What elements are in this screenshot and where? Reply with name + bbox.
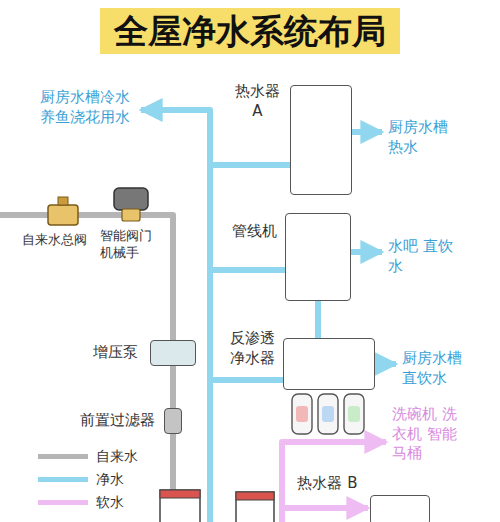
legend-text: 自来水 (96, 446, 138, 466)
tap-water-pipe (170, 434, 176, 490)
pipeline-dispenser-box: 管线机 (285, 213, 351, 301)
valve-label: 自来水总阀 (22, 232, 94, 249)
outlet-label: 厨房水槽 直饮水 (402, 349, 474, 388)
outlet-arrow (352, 129, 382, 135)
title: 全屋净水系统布局 (100, 8, 400, 54)
ro-purifier-box: 反渗透 净水器 (283, 338, 375, 390)
ro-filters (322, 406, 334, 422)
legend-swatch (38, 454, 88, 459)
node-label: 反渗透 净水器 (227, 329, 278, 368)
node-label: 增压泵 (85, 343, 145, 363)
clean-water-pipe (210, 267, 285, 273)
legend-row: 自来水 (38, 446, 138, 466)
valve (48, 188, 148, 225)
title-bar: 全屋净水系统布局 (0, 8, 500, 54)
valve (48, 205, 78, 225)
ro-filters (292, 394, 312, 434)
water-heater-box: 热水器 A (290, 85, 352, 195)
node-label: 热水器 B (290, 474, 365, 494)
softener-units (236, 492, 274, 500)
legend-row: 软水 (38, 492, 124, 512)
valve (58, 197, 68, 205)
legend-swatch (38, 477, 88, 482)
outlet-label: 厨房水槽冷水 养鱼浇花用水 (40, 88, 140, 127)
node-label: 管线机 (229, 222, 280, 242)
softener-units (160, 490, 200, 522)
prefilter-box: 前置过滤器 (164, 408, 182, 434)
outlet-label: 洗碗机 洗衣机 智能马桶 (392, 405, 462, 464)
booster-pump-box: 增压泵 (150, 340, 196, 366)
node-label: 热水器 A (232, 82, 283, 121)
valve (122, 209, 140, 221)
valve-label: 智能阀门 机械手 (100, 228, 158, 262)
tap-water-pipe (0, 215, 173, 340)
ro-filters (296, 406, 308, 422)
softener-units (160, 490, 200, 498)
soft-water-pipe (282, 505, 368, 511)
water-heater-box: 热水器 B (370, 495, 430, 522)
softener-units (236, 492, 274, 522)
ro-filters (348, 406, 360, 422)
clean-water-pipe (210, 377, 283, 383)
legend-row: 净水 (38, 469, 124, 489)
valve (114, 188, 148, 210)
clean-water-pipe (141, 110, 210, 522)
ro-filters (344, 394, 364, 434)
ro-filters (318, 394, 338, 434)
outlet-label: 水吧 直饮水 (388, 237, 460, 276)
outlet-label: 厨房水槽 热水 (388, 118, 460, 157)
outlet-arrow (351, 249, 382, 255)
clean-water-pipe (315, 301, 321, 338)
pipe-connector (170, 366, 176, 408)
clean-water-pipe (210, 162, 290, 168)
legend-text: 软水 (96, 492, 124, 512)
outlet-arrow (375, 361, 396, 367)
node-label: 前置过滤器 (75, 411, 159, 431)
legend-text: 净水 (96, 469, 124, 489)
softener-units (160, 490, 274, 522)
legend-swatch (38, 500, 88, 505)
